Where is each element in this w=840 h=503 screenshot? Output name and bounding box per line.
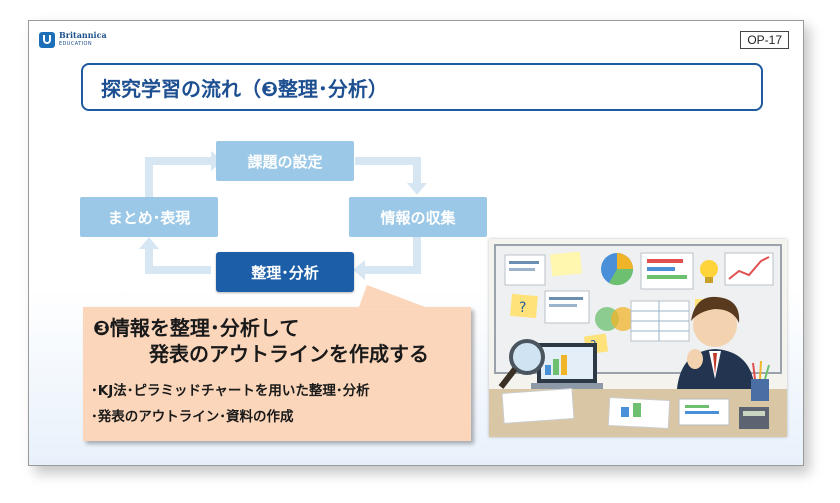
cycle-node-analyze: 整理･分析 — [216, 252, 354, 292]
title-box: 探究学習の流れ（❸整理･分析） — [81, 63, 763, 111]
arrow-left-to-top — [145, 157, 211, 197]
callout-tail — [359, 285, 425, 307]
illustration-graphic: ? ? — [489, 244, 787, 437]
cycle-node-summarize: まとめ･表現 — [80, 197, 218, 237]
callout-box: ❸情報を整理･分析して 発表のアウトラインを作成する ･KJ法･ピラミッドチャー… — [83, 307, 471, 441]
slide-code: OP-17 — [740, 31, 789, 49]
britannica-logo: Britannica EDUCATION — [39, 31, 107, 48]
callout-bullet-1: ･KJ法･ピラミッドチャートを用いた整理･分析 — [91, 383, 370, 399]
cycle-arrows — [139, 151, 427, 280]
callout-heading-line2: 発表のアウトラインを作成する — [149, 342, 429, 366]
callout-heading-line1: ❸情報を整理･分析して — [93, 316, 300, 340]
cycle-node-topic: 課題の設定 — [216, 141, 354, 181]
slide: Britannica EDUCATION OP-17 探究学習の流れ（❸整理･分… — [28, 20, 804, 466]
logo-brand-text: Britannica — [59, 30, 107, 40]
cycle-node-collect: 情報の収集 — [349, 197, 487, 237]
logo-sub-text: EDUCATION — [59, 41, 92, 47]
arrow-top-to-right — [355, 157, 421, 183]
arrow-bottom-to-left — [145, 249, 211, 274]
arrow-right-to-bottom — [365, 235, 421, 274]
callout-bullet-2: ･発表のアウトライン･資料の作成 — [91, 409, 294, 425]
slide-title: 探究学習の流れ（❸整理･分析） — [101, 76, 388, 101]
svg-text:?: ? — [519, 300, 526, 316]
britannica-logo-icon — [39, 31, 55, 48]
student-analysis-illustration: ? ? — [489, 239, 787, 437]
callout-heading: ❸情報を整理･分析して 発表のアウトラインを作成する — [93, 315, 429, 367]
